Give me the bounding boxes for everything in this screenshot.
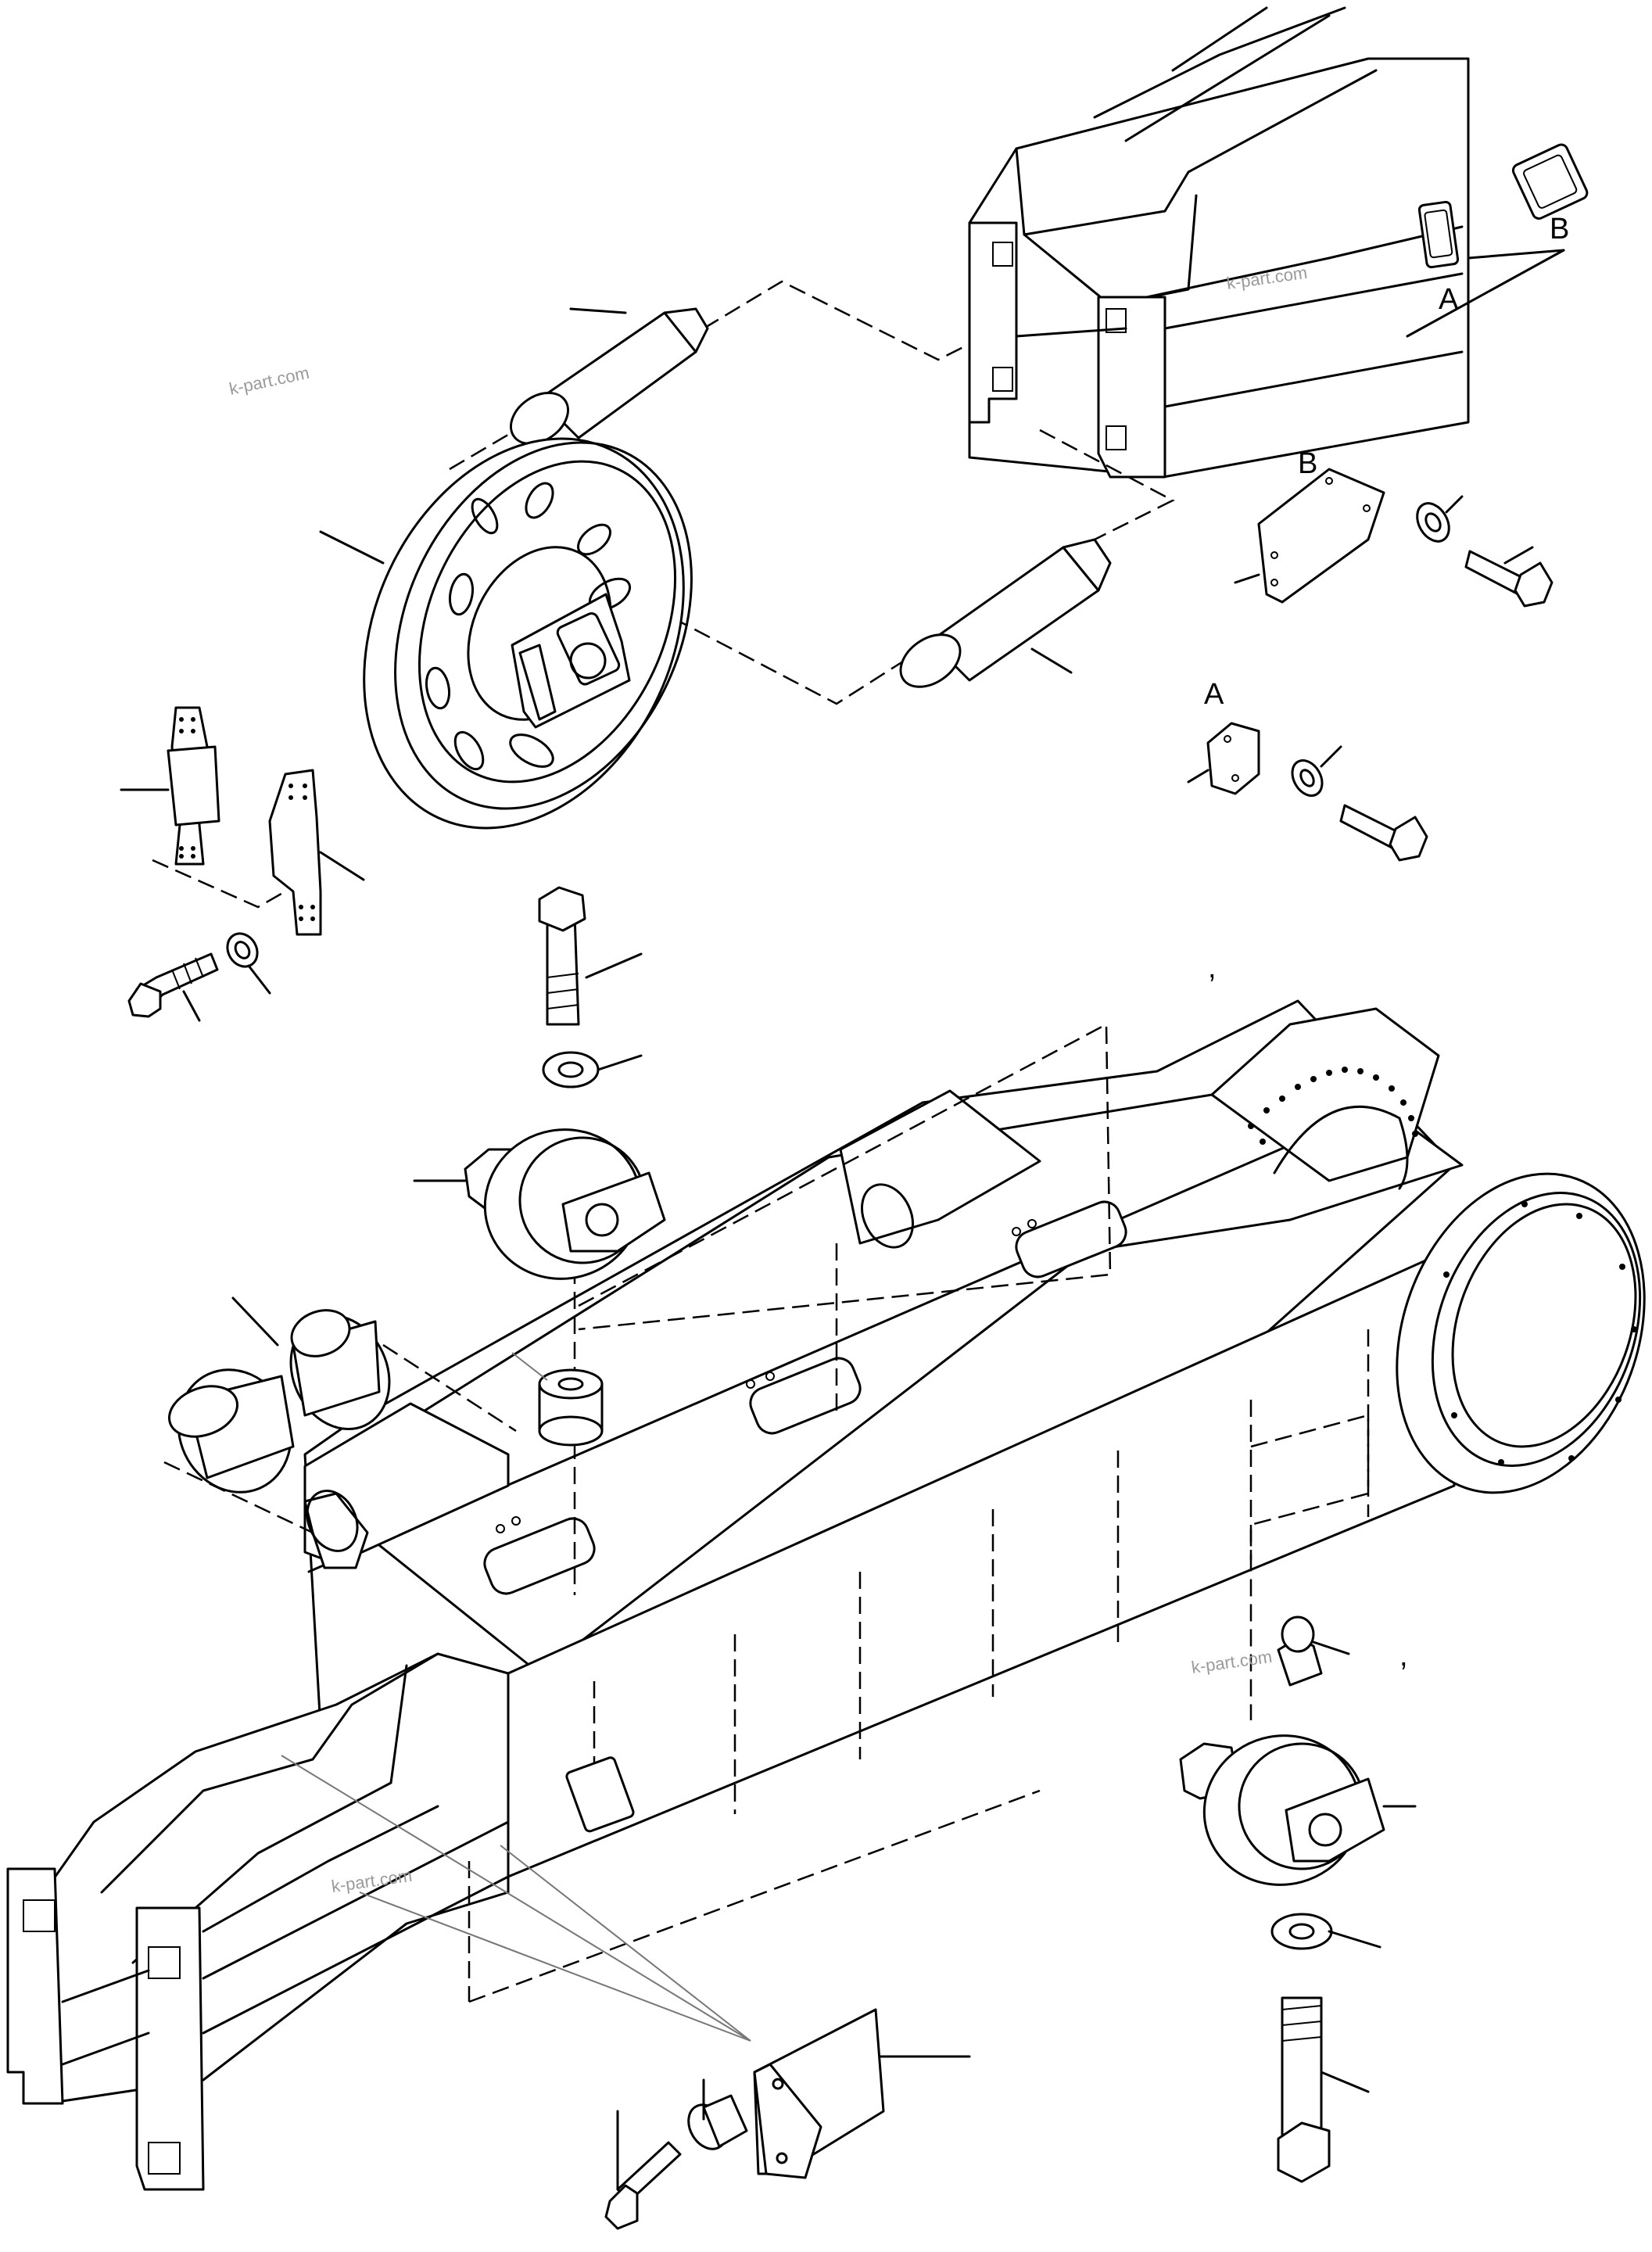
washer-a-icon	[1291, 745, 1342, 797]
idler-shaft-upper	[510, 307, 709, 445]
cover-plate-b-icon	[1511, 143, 1589, 220]
tick-right: ,	[1399, 1640, 1408, 1673]
label-a-top: A	[1439, 283, 1459, 316]
tick-frame: ,	[1208, 952, 1217, 984]
bolt-a-icon	[1339, 804, 1428, 862]
rear-frame-section	[968, 6, 1470, 479]
idler-shaft-lower	[899, 538, 1112, 688]
rear-mount-holes	[1248, 1067, 1418, 1145]
guide-plate	[753, 2008, 971, 2179]
guide-plate-bolt	[604, 2110, 682, 2230]
watermark-2: k-part.com	[228, 363, 311, 399]
washer-bracket-icon	[226, 932, 271, 995]
idler-assembly-guide	[703, 280, 970, 361]
guide-plate-spacer	[687, 2078, 748, 2150]
label-a-plate: A	[1204, 678, 1224, 711]
sprocket-hub	[1396, 1172, 1646, 1494]
guard-bracket-right	[268, 769, 365, 936]
cover-plate-b	[1234, 468, 1385, 604]
label-b-plate: B	[1298, 447, 1317, 480]
track-frame	[6, 999, 1464, 2191]
center-guide-bolt	[538, 886, 643, 1088]
bolt-b-icon	[1464, 546, 1553, 608]
spacer-collar	[511, 1352, 604, 1447]
washer-b-icon	[1416, 495, 1464, 543]
carrier-roller-lower	[1179, 1615, 1417, 2183]
cover-plate-a	[1187, 722, 1260, 795]
bushing-pair	[167, 1296, 391, 1494]
carrier-roller-upper	[413, 1128, 666, 1280]
bolt-bracket-icon	[127, 952, 219, 1022]
label-b-top: B	[1550, 213, 1569, 246]
idler-wheel	[319, 437, 693, 830]
guard-bracket-left	[120, 706, 220, 866]
watermark-3: k-part.com	[1190, 1647, 1273, 1677]
